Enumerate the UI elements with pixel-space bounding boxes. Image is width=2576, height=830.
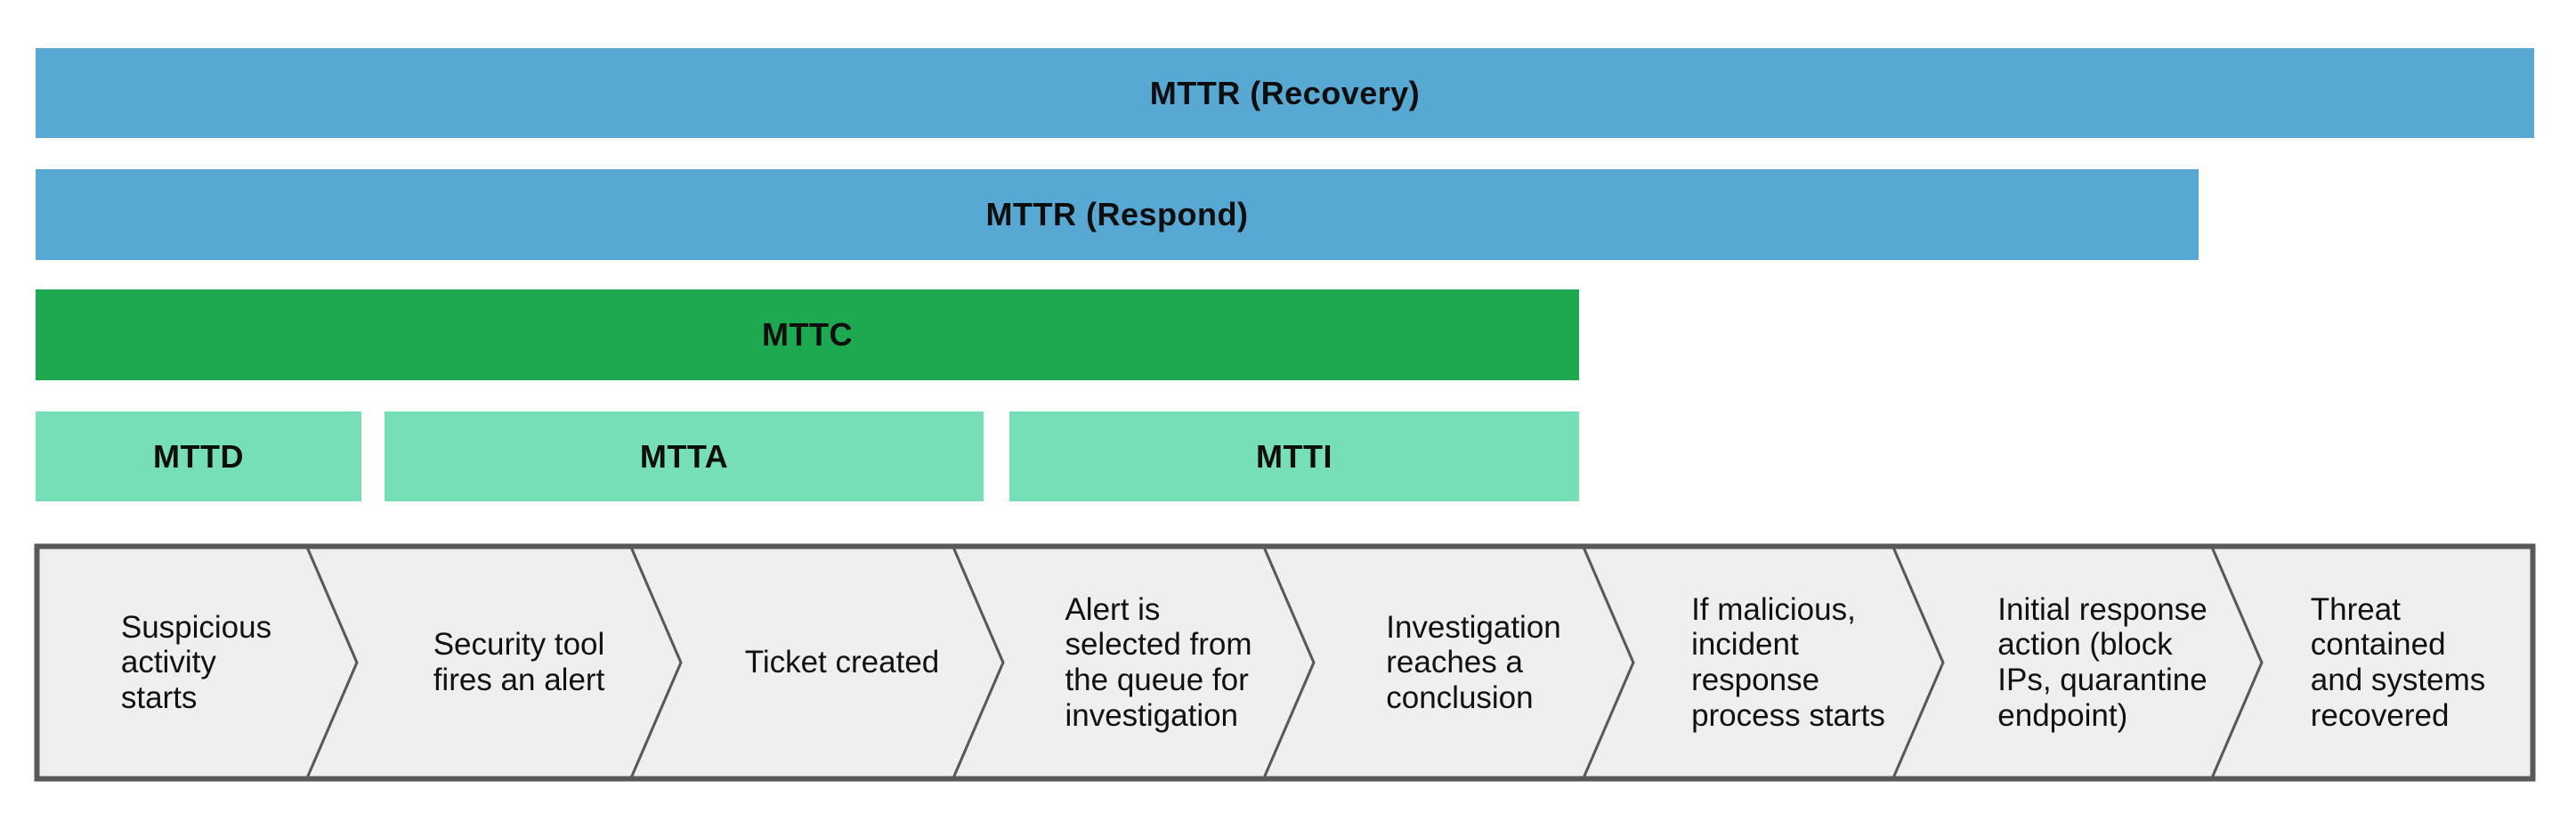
timeline-segment-label-6: If malicious, incident response process … — [1691, 591, 1885, 733]
timeline-outline — [36, 545, 2534, 780]
bar-label-mttr-respond: MTTR (Respond) — [985, 196, 1249, 232]
bar-mttr-respond: MTTR (Respond) — [36, 169, 2199, 260]
bar-mtta: MTTA — [385, 411, 984, 501]
timeline-segment-label-8: Threat contained and systems recovered — [2310, 591, 2486, 733]
timeline-chevron-svg — [34, 543, 2536, 782]
bar-mtti: MTTI — [1009, 411, 1579, 501]
bar-label-mttc: MTTC — [762, 316, 853, 353]
bar-label-mttd: MTTD — [153, 437, 244, 475]
timeline-segment-label-1: Suspicious activity starts — [120, 609, 272, 715]
timeline-segment-label-4: Alert is selected from the queue for inv… — [1065, 591, 1252, 733]
bar-mttr-recovery: MTTR (Recovery) — [36, 48, 2534, 138]
bar-label-mttr-recovery: MTTR (Recovery) — [1149, 74, 1421, 111]
timeline-segment-label-5: Investigation reaches a conclusion — [1386, 609, 1561, 715]
timeline-segment-label-3: Ticket created — [744, 645, 940, 680]
bar-mttc: MTTC — [36, 289, 1579, 380]
bar-label-mtta: MTTA — [639, 437, 729, 475]
timeline-segment-label-2: Security tool fires an alert — [433, 627, 605, 697]
timeline-segment-label-7: Initial response action (block IPs, quar… — [1997, 591, 2207, 733]
bar-mttd: MTTD — [36, 411, 361, 501]
bar-label-mtti: MTTI — [1256, 437, 1333, 475]
timeline-chevron-band: Suspicious activity starts Security tool … — [34, 543, 2536, 782]
